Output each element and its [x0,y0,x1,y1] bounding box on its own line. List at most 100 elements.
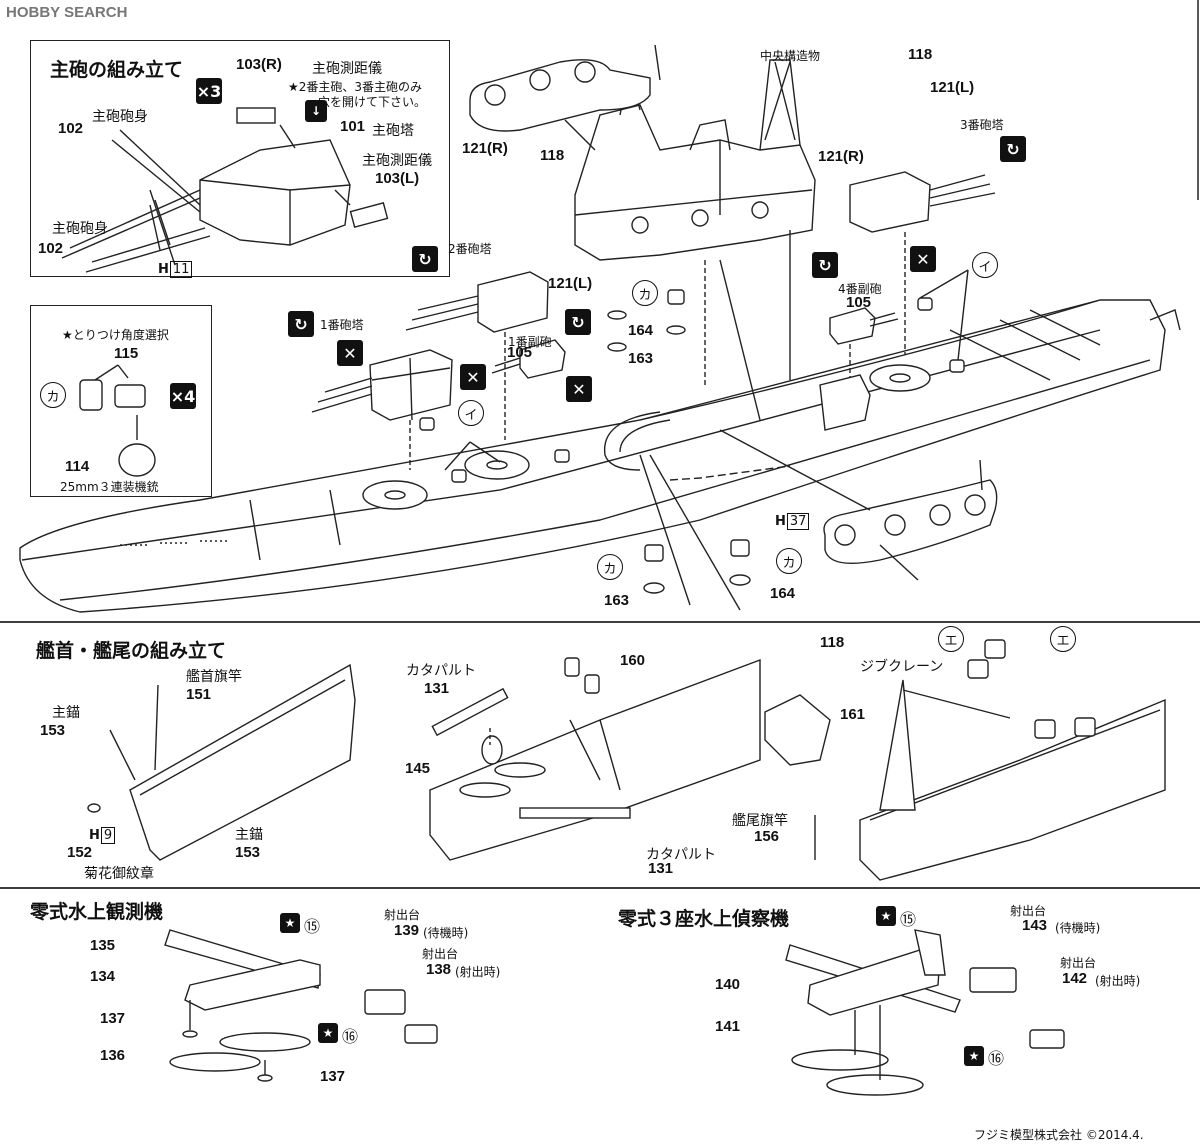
part-102-bottom: 102 [38,240,64,257]
part-121l-top: 121(L) [930,79,975,96]
recon-plane-title: 零式３座水上偵察機 [618,908,790,930]
part-121l-mid: 121(L) [548,275,593,292]
launch-label-143: 射出台 [1010,904,1047,918]
catapult-art [429,657,761,861]
secondary1-label: 1番副砲 [508,335,552,349]
turret-3-drawing [849,171,996,355]
observation-plane-art [164,929,438,1082]
part-160: 160 [620,652,646,669]
part-135: 135 [90,937,116,954]
part-118-top: 118 [908,46,933,63]
part-114: 114 [65,458,90,475]
part-118-stern: 118 [820,634,845,651]
recon-decal-16: ⑯ [988,1051,1005,1068]
part-161: 161 [840,706,866,723]
catapult-label-bottom: カタパルト [646,847,716,863]
observation-plane-title: 零式水上観測機 [30,901,164,923]
main-gun-box [30,40,450,277]
mark-i-right: イ [972,252,998,278]
rotate-icon-secondary1: ↻ [565,309,591,335]
secondary-guns-drawing [491,307,899,431]
standby-143: (待機時) [1055,921,1101,935]
part-105-left: 105 [507,344,533,361]
gun-platform-drawing [469,44,661,151]
part-137-right: 137 [320,1068,346,1085]
drill-icon: ↓ [305,100,327,122]
firing-138: (射出時) [455,965,501,979]
mark-ka-mid: カ [632,280,658,306]
part-137-left: 137 [100,1010,126,1027]
part-121r-left: 121(R) [462,140,508,157]
anchor-label-bottom: 主錨 [235,827,263,843]
part-140: 140 [715,976,741,993]
turret2-label: 2番砲塔 [448,242,492,256]
part-131-top: 131 [424,680,450,697]
part-139: 139 [394,922,420,939]
turret1-label: 1番砲塔 [320,318,364,332]
aa-caption: 25mm３連装機銃 [60,480,159,494]
chrysanthemum-label: 菊花御紋章 [84,866,154,882]
angle-icon-right: ✕ [910,246,936,272]
part-152: 152 [67,844,93,861]
part-153-bottom: 153 [235,844,261,861]
angle-icon-left: ✕ [337,340,363,366]
decal-16: ⑯ [342,1029,359,1046]
part-143: 143 [1022,917,1048,934]
mark-ka-aa: カ [40,382,66,408]
decal-star-icon-15: ★ [280,913,300,933]
decal-15: ⑮ [304,919,321,936]
recon-decal-star-icon-16: ★ [964,1046,984,1066]
part-141: 141 [715,1018,741,1035]
recon-decal-15: ⑮ [900,912,917,929]
main-gun-multiplier: ×3 [196,78,222,104]
mark-e-left: エ [938,626,964,652]
recon-decal-star-icon-15: ★ [876,906,896,926]
stern-art [764,639,1166,881]
secondary4-label: 4番副砲 [838,282,882,296]
part-163-mid: 163 [628,350,654,367]
stern-flagpole-label: 艦尾旗竿 [732,813,788,829]
part-121r-right: 121(R) [818,148,864,165]
rotate-icon-turret1: ↻ [288,311,314,337]
rotate-icon-turret2: ↻ [412,246,438,272]
anchor-label-top: 主錨 [52,705,80,721]
central-structure-drawing [574,59,816,421]
part-103r: 103(R) [236,56,282,73]
launch-label-139: 射出台 [384,908,421,922]
launch-label-142: 射出台 [1060,956,1097,970]
decal-star-icon-16: ★ [318,1023,338,1043]
rotate-icon-secondary4: ↻ [812,252,838,278]
mark-ka-bottom-left: カ [597,554,623,580]
turret-label: 主砲塔 [372,123,414,139]
copyright: フジミ模型株式会社 ©2014.4. [974,1128,1144,1142]
rangefinder-label-bottom: 主砲測距儀 [362,153,432,169]
jib-crane-label: ジブクレーン [860,659,944,675]
part-142: 142 [1062,970,1088,987]
bow-flagpole-label: 艦首旗竿 [186,669,242,685]
center-structure-label: 中央構造物 [760,49,821,63]
mark-e-right: エ [1050,626,1076,652]
note-line2: 穴を開けて下さい。 [318,95,427,109]
aa-multiplier: ×4 [170,383,196,409]
part-118-left: 118 [540,147,565,164]
part-101: 101 [340,118,366,135]
part-153-top: 153 [40,722,66,739]
part-163-bottom: 163 [604,592,630,609]
note-line1: ★2番主砲、3番主砲のみ [288,80,423,94]
part-105-right: 105 [846,294,872,311]
aft-platform-drawing [823,459,998,581]
part-136: 136 [100,1047,126,1064]
part-103l: 103(L) [375,170,420,187]
turret-2-drawing [405,271,549,440]
turret3-label: 3番砲塔 [960,118,1004,132]
catapult-label-top: カタパルト [406,663,476,679]
aa-gun-art [79,364,156,477]
part-156: 156 [754,828,780,845]
launch-label-138: 射出台 [422,947,459,961]
standby-139: (待機時) [423,926,469,940]
bow-stern-title: 艦首・艦尾の組み立て [36,640,227,662]
